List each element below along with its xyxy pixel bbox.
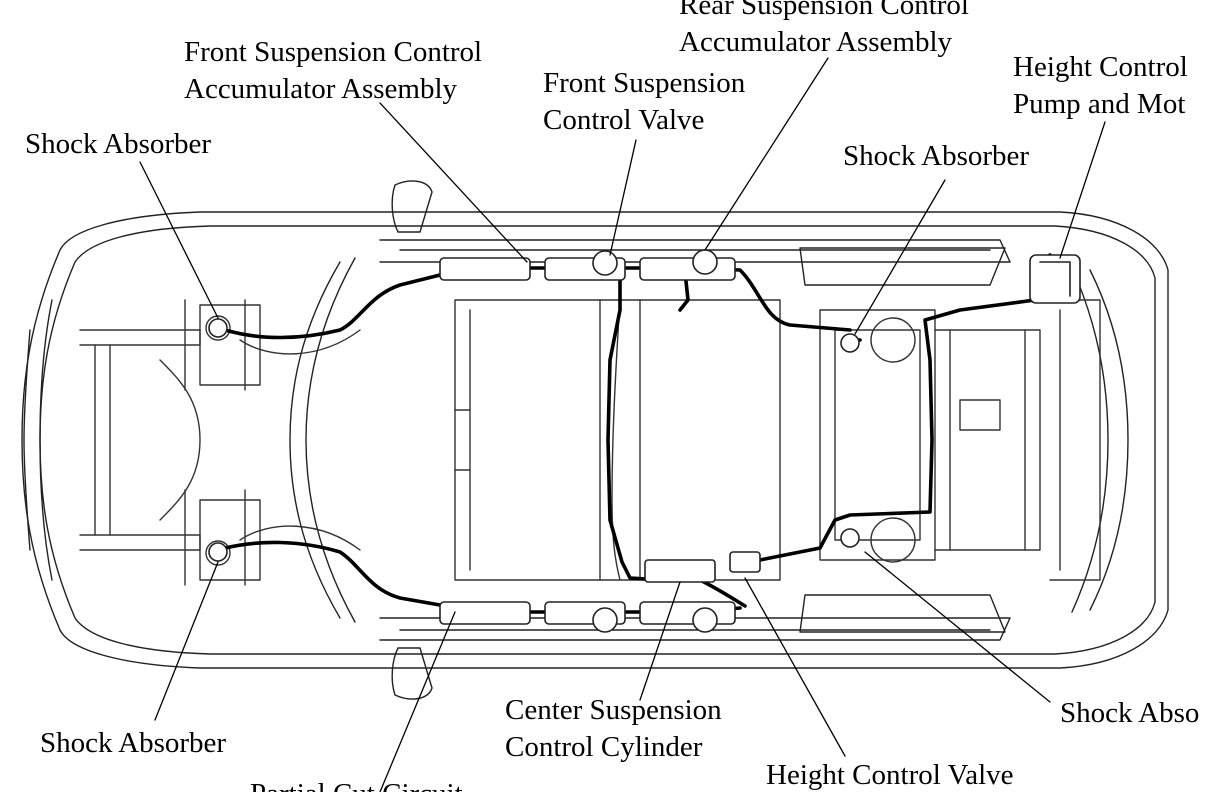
label-line: Accumulator Assembly <box>679 26 953 58</box>
label-partial-bottom: Partial Cut Circuit <box>250 776 463 792</box>
label-shock-absorber-rear-upper: Shock Absorber <box>843 140 1030 172</box>
label-front-suspension-valve: Front Suspension Control Valve <box>543 65 745 139</box>
label-height-control-valve: Height Control Valve <box>766 759 1014 791</box>
label-line: Front Suspension <box>543 67 746 99</box>
leader-lines <box>139 57 1106 792</box>
label-shock-absorber-front-left: Shock Absorber <box>25 128 212 160</box>
label-line: Control Cylinder <box>505 731 703 763</box>
label-height-control-pump: Height Control Pump and Mot <box>1013 49 1188 123</box>
hydraulic-lines <box>223 253 1052 614</box>
suspension-components <box>208 249 1081 633</box>
label-rear-suspension-accumulator: Rear Suspension Control Accumulator Asse… <box>679 0 969 61</box>
label-shock-absorber-front-lower: Shock Absorber <box>40 727 227 759</box>
car-body-outline <box>21 180 1169 700</box>
chassis-frame <box>79 299 1101 586</box>
label-center-suspension-cylinder: Center Suspension Control Cylinder <box>505 692 722 766</box>
label-line: Center Suspension <box>505 694 722 726</box>
label-shock-absorber-rear-lower: Shock Abso <box>1060 697 1200 729</box>
label-line: Height Control <box>1013 51 1188 83</box>
label-line: Control Valve <box>543 104 705 136</box>
label-line: Pump and Mot <box>1013 88 1186 120</box>
label-line: Front Suspension Control <box>184 36 483 68</box>
label-front-suspension-accumulator: Front Suspension Control Accumulator Ass… <box>184 34 482 108</box>
label-line: Accumulator Assembly <box>184 73 458 105</box>
label-line: Rear Suspension Control <box>679 0 969 21</box>
